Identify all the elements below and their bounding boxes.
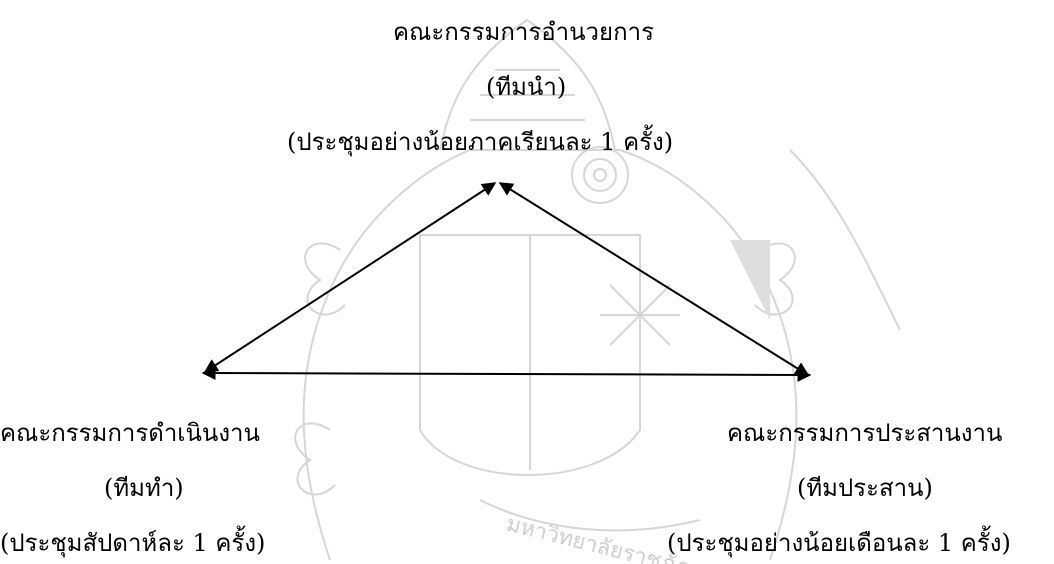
node-meeting-frequency: (ประชุมอย่างน้อยภาคเรียนละ 1 ครั้ง) <box>287 128 674 156</box>
node-meeting-frequency: (ประชุมอย่างน้อยเดือนละ 1 ครั้ง) <box>667 529 1011 557</box>
arrow-left-right <box>201 366 812 382</box>
arrow-top-right <box>498 182 810 376</box>
node-name: คณะกรรมการดำเนินงาน <box>0 419 260 447</box>
node-team: (ทีมนำ) <box>486 73 567 101</box>
node-meeting-frequency: (ประชุมสัปดาห์ละ 1 ครั้ง) <box>0 529 266 557</box>
arrow-top-left <box>203 182 497 373</box>
node-team: (ทีมทำ) <box>104 474 184 502</box>
node-name: คณะกรรมการประสานงาน <box>727 419 1003 447</box>
node-team: (ทีมประสาน) <box>797 474 933 502</box>
node-name: คณะกรรมการอำนวยการ <box>393 18 654 46</box>
